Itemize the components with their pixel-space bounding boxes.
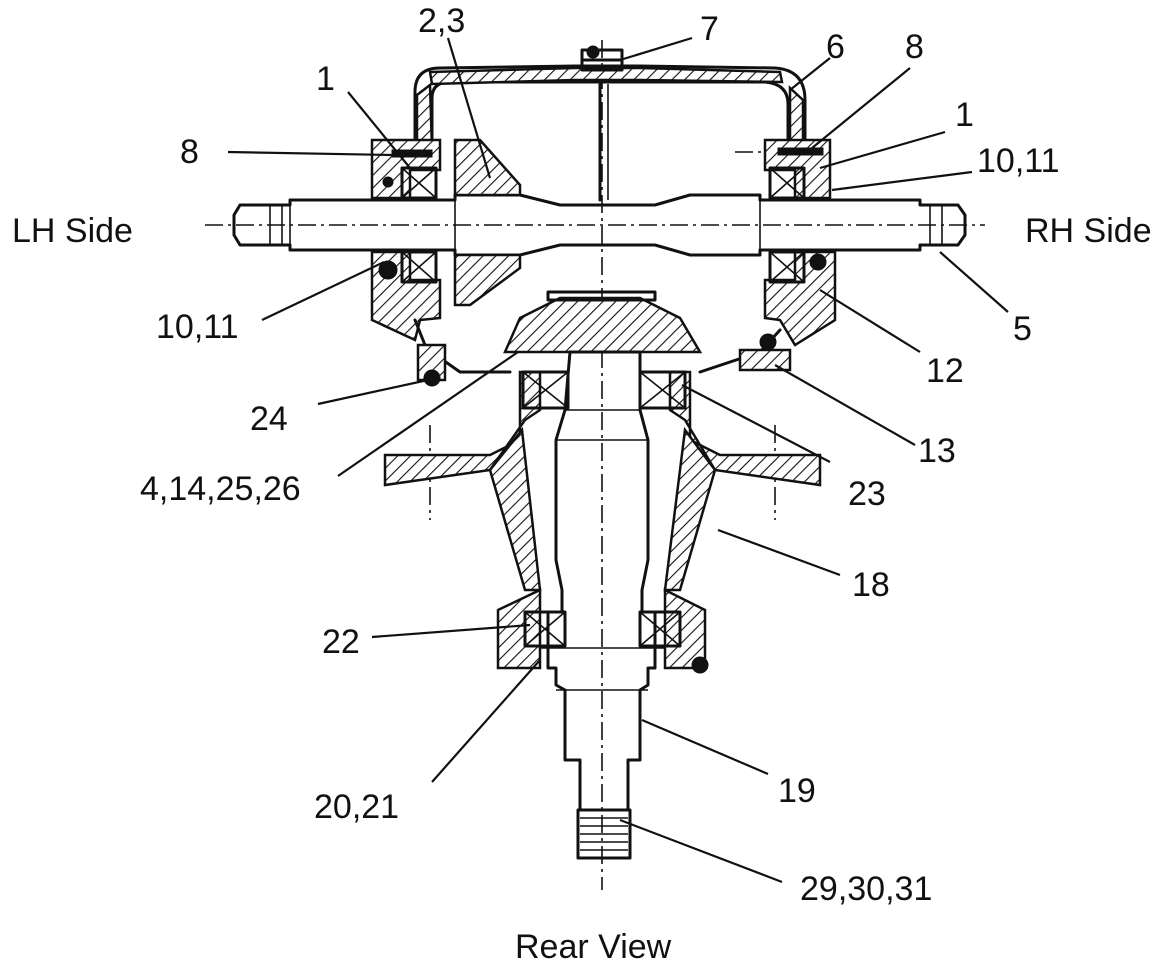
leader-2-3 xyxy=(446,37,492,179)
left-seal-oring-icon xyxy=(378,260,398,280)
lh-side-label: LH Side xyxy=(12,212,133,250)
callout-1-right: 1 xyxy=(955,96,974,134)
ring-bevel-gear xyxy=(453,138,522,307)
lower-bearing-right-x2 xyxy=(639,611,681,647)
left-bearing-lower xyxy=(400,250,438,284)
leader-22 xyxy=(371,623,531,639)
left-seal-upper-icon xyxy=(382,176,394,188)
callout-2-3: 2,3 xyxy=(418,2,465,40)
right-bearing-lower xyxy=(768,250,806,284)
leader-1-right xyxy=(819,130,946,170)
ring-gear-lower-section xyxy=(453,253,522,307)
left-flange-section xyxy=(383,370,542,487)
right-mount-boss xyxy=(738,348,792,372)
callout-leaders xyxy=(227,36,1009,884)
callout-19: 19 xyxy=(778,772,816,810)
axle-outline xyxy=(232,193,967,257)
pinion-bearing-right-x2 xyxy=(639,371,686,409)
leader-12 xyxy=(819,289,921,353)
left-bearing-upper-x2 xyxy=(401,167,437,199)
center-lines xyxy=(205,40,985,890)
callout-12: 12 xyxy=(926,352,964,390)
cover-inner-outline xyxy=(430,80,790,152)
leader-18 xyxy=(717,528,841,577)
mid-housing xyxy=(413,318,792,387)
lower-oring-icon xyxy=(691,656,709,674)
leader-5 xyxy=(939,251,1009,313)
leader-24 xyxy=(317,378,429,406)
callout-13: 13 xyxy=(918,432,956,470)
leader-1-left xyxy=(347,91,411,169)
pinion-gear-section xyxy=(503,296,703,354)
leader-7 xyxy=(619,36,693,62)
left-circlip-8 xyxy=(391,149,433,158)
left-bearing-lower-x2 xyxy=(401,251,437,283)
callout-8-left: 8 xyxy=(180,133,199,171)
right-lower-bearing-housing xyxy=(663,587,707,670)
callout-8-right: 8 xyxy=(905,28,924,66)
callout-1-left: 1 xyxy=(316,60,335,98)
leader-6 xyxy=(789,57,831,91)
left-lower-bearing-housing xyxy=(496,588,542,670)
labels: LH Side RH Side Rear View 2,3 7 6 8 1 1 … xyxy=(12,2,1152,966)
callout-10-11-left: 10,11 xyxy=(156,308,239,346)
right-bearing-assembly xyxy=(759,138,837,351)
leader-8-left xyxy=(227,150,393,157)
cover-top-wall-section xyxy=(428,66,784,86)
callout-4-14-25-26: 4,14,25,26 xyxy=(140,470,301,508)
callout-5: 5 xyxy=(1013,310,1032,348)
callout-18: 18 xyxy=(852,566,890,604)
leader-10-11-left xyxy=(261,261,385,321)
leader-4-14-25-26 xyxy=(337,351,519,477)
left-bearing-assembly xyxy=(370,138,442,342)
right-seal-oring-icon xyxy=(809,253,827,271)
right-bearing-lower-x2 xyxy=(769,251,805,283)
leader-13 xyxy=(774,364,916,446)
vertical-input-shaft xyxy=(540,350,665,860)
callout-23: 23 xyxy=(848,475,886,513)
left-mount-boss xyxy=(416,343,447,382)
lower-bearing-right xyxy=(638,610,682,648)
pinion-bevel-gear xyxy=(503,290,703,354)
callout-10-11-right: 10,11 xyxy=(977,142,1060,180)
oring-24-icon xyxy=(423,369,441,387)
callout-29-30-31: 29,30,31 xyxy=(800,870,932,908)
rh-side-label: RH Side xyxy=(1025,212,1152,250)
shaft-threaded-end xyxy=(576,808,632,860)
leader-20-21 xyxy=(431,659,541,783)
plug-head-icon xyxy=(586,45,600,59)
right-housing-lower-section xyxy=(763,250,837,347)
pinion-bearing-left-x2 xyxy=(522,371,569,409)
leader-29-30-31 xyxy=(619,818,783,884)
view-label: Rear View xyxy=(515,928,672,966)
pinion-gear-top xyxy=(546,290,657,302)
callout-24: 24 xyxy=(250,400,288,438)
left-bearing-upper xyxy=(400,166,438,200)
right-bearing-upper xyxy=(768,166,806,200)
lower-bearing-left-x2 xyxy=(524,611,566,647)
right-circlip-8 xyxy=(777,147,824,156)
cover-outer-outline xyxy=(413,64,807,152)
leader-19 xyxy=(641,718,769,776)
callout-20-21: 20,21 xyxy=(314,788,399,826)
callout-22: 22 xyxy=(322,623,360,661)
callout-6: 6 xyxy=(826,28,845,66)
lower-housing xyxy=(383,370,822,674)
lower-bearing-left xyxy=(523,610,567,648)
upper-pinion-bearing xyxy=(521,370,687,410)
output-axle xyxy=(232,193,967,257)
right-bearing-upper-x2 xyxy=(769,167,805,199)
housing-cover xyxy=(413,64,807,202)
leader-23 xyxy=(681,384,831,463)
leader-8-right xyxy=(811,67,911,149)
right-flange-section xyxy=(668,370,822,487)
lower-shaft-bearing xyxy=(523,610,682,648)
callout-7: 7 xyxy=(700,10,719,48)
leader-10-11-right xyxy=(831,170,973,192)
